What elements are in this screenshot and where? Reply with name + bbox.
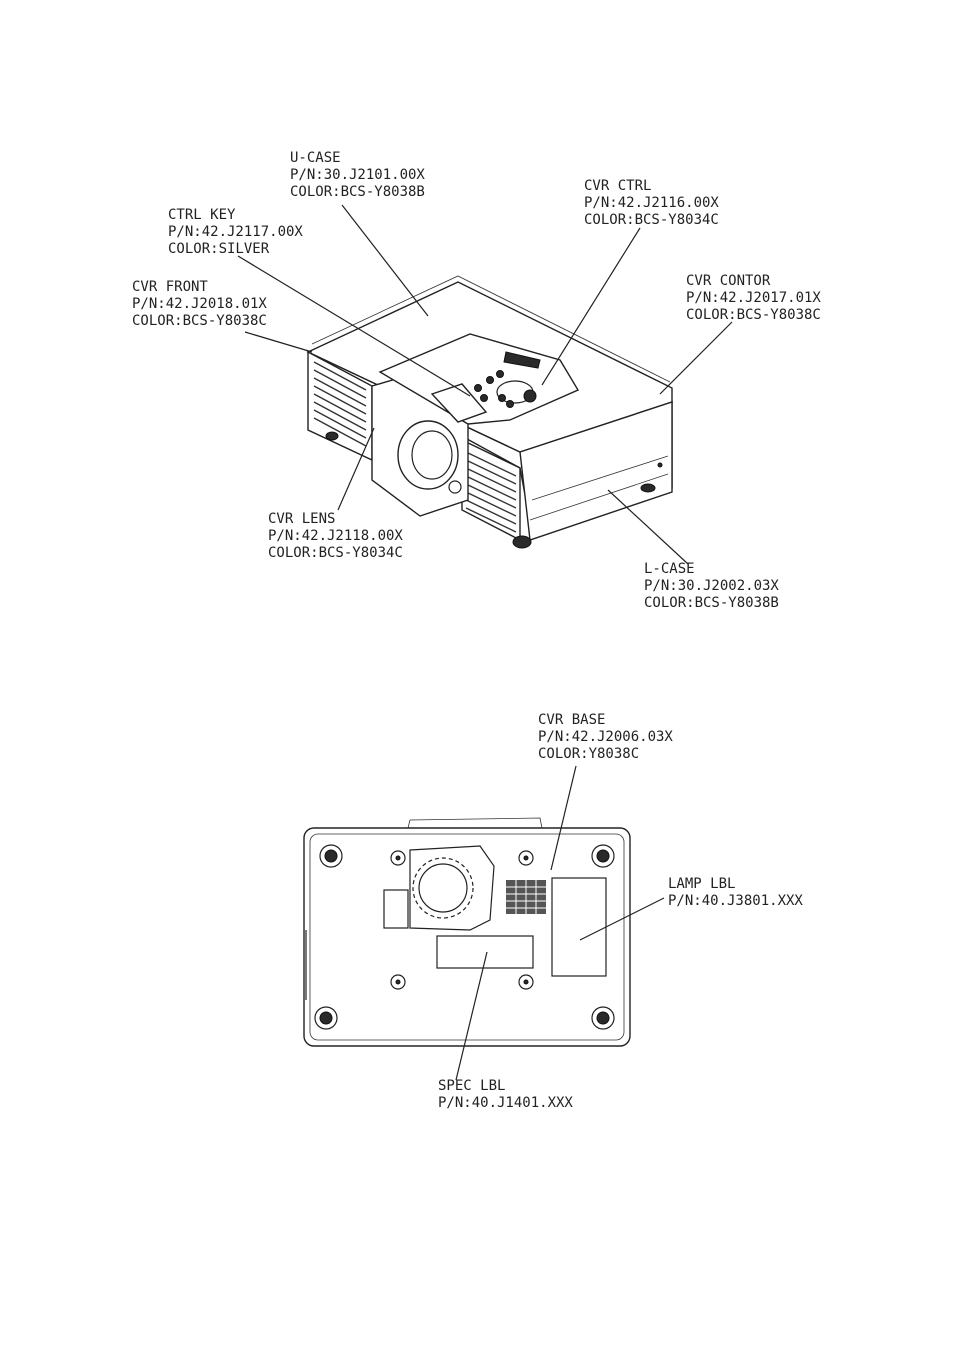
label-line: P/N:42.J2117.00X [168, 224, 303, 240]
label-line: CTRL KEY [168, 207, 236, 223]
foot [512, 535, 532, 549]
leader-lines-top [237, 204, 733, 565]
label-line: COLOR:Y8038C [538, 746, 639, 762]
label-line: L-CASE [644, 561, 695, 577]
label-line: COLOR:BCS-Y8034C [584, 212, 719, 228]
label-line: P/N:42.J2017.01X [686, 290, 821, 306]
lens-ring [397, 420, 459, 490]
projector-bottom-view [303, 817, 631, 1047]
label-line: P/N:40.J3801.XXX [668, 893, 803, 909]
label-line: CVR CONTOR [686, 273, 771, 289]
label-l-case: L-CASE P/N:30.J2002.03X COLOR:BCS-Y8038B [644, 561, 779, 611]
label-line: LAMP LBL [668, 876, 735, 892]
label-line: SPEC LBL [438, 1078, 505, 1094]
label-line: CVR LENS [268, 511, 335, 527]
label-line: COLOR:BCS-Y8038B [644, 595, 779, 611]
label-line: COLOR:BCS-Y8038B [290, 184, 425, 200]
label-line: COLOR:BCS-Y8038C [686, 307, 821, 323]
spec-lbl-shape [436, 935, 534, 969]
label-line: COLOR:SILVER [168, 241, 270, 257]
label-line: COLOR:BCS-Y8034C [268, 545, 403, 561]
label-cvr-contor: CVR CONTOR P/N:42.J2017.01X COLOR:BCS-Y8… [686, 273, 821, 323]
projector-iso-view [306, 275, 673, 549]
cvr-base-shape [303, 827, 631, 1047]
label-u-case: U-CASE P/N:30.J2101.00X COLOR:BCS-Y8038B [290, 150, 425, 200]
label-line: U-CASE [290, 150, 341, 166]
lens-gear [383, 845, 495, 931]
label-line: P/N:40.J1401.XXX [438, 1095, 573, 1111]
left-grille [313, 361, 367, 447]
label-lamp-lbl: LAMP LBL P/N:40.J3801.XXX [668, 876, 803, 909]
label-cvr-lens: CVR LENS P/N:42.J2118.00X COLOR:BCS-Y803… [268, 511, 403, 561]
label-spec-lbl: SPEC LBL P/N:40.J1401.XXX [438, 1078, 573, 1111]
brand-logo [503, 351, 541, 369]
label-line: CVR CTRL [584, 178, 651, 194]
foot [640, 483, 656, 493]
label-line: P/N:30.J2002.03X [644, 578, 779, 594]
label-line: COLOR:BCS-Y8038C [132, 313, 267, 329]
label-line: P/N:42.J2118.00X [268, 528, 403, 544]
label-cvr-base: CVR BASE P/N:42.J2006.03X COLOR:Y8038C [538, 712, 673, 762]
label-line: CVR BASE [538, 712, 605, 728]
label-ctrl-key: CTRL KEY P/N:42.J2117.00X COLOR:SILVER [168, 207, 303, 257]
label-line: P/N:42.J2006.03X [538, 729, 673, 745]
label-line: P/N:42.J2116.00X [584, 195, 719, 211]
label-cvr-front: CVR FRONT P/N:42.J2018.01X COLOR:BCS-Y80… [132, 279, 267, 329]
label-line: CVR FRONT [132, 279, 208, 295]
leader-lines-bottom [455, 765, 665, 1081]
ctrl-key-shape [430, 383, 488, 423]
foot [325, 431, 339, 441]
base-vent-grid [506, 880, 546, 914]
corner-foot [314, 844, 615, 1030]
label-line: P/N:30.J2101.00X [290, 167, 425, 183]
label-line: P/N:42.J2018.01X [132, 296, 267, 312]
label-cvr-ctrl: CVR CTRL P/N:42.J2116.00X COLOR:BCS-Y803… [584, 178, 719, 228]
